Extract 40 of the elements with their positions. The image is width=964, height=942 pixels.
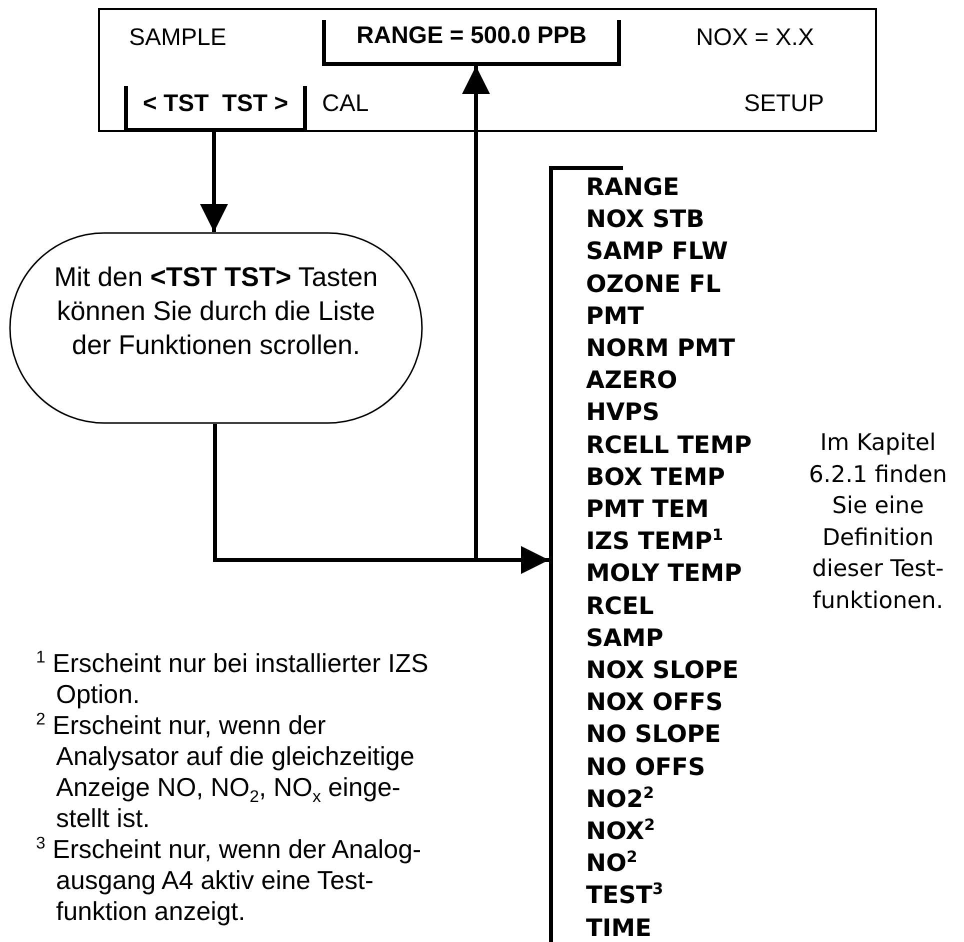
display-key-text: < TST TST > — [142, 90, 290, 118]
footnote-text: $^{1}$ Erscheint nur bei installierter IZS Option. — [36, 648, 430, 710]
function-name: OZONE FL — [586, 270, 721, 298]
function-name: NOX OFFS — [586, 688, 723, 716]
function-name: AZERO — [586, 366, 678, 394]
callout-text: Mit den <TST TST> Tasten können Sie durch die Liste der Funktionen scrollen. — [53, 261, 379, 362]
function-name: NORM PMT — [586, 334, 736, 362]
bracket-field — [124, 86, 307, 132]
function-name: NOX SLOPE — [586, 656, 739, 684]
function-name: TEST$^{3}$ — [586, 881, 664, 910]
footnote-text: $^{3}$ Erscheint nur, wenn der Analog- ausgang A4 aktiv eine Test- funktion anzeigt. — [36, 834, 422, 927]
bracket-field — [322, 20, 621, 66]
function-name: NO$^{2}$ — [586, 849, 638, 878]
function-name: SAMP FLW — [586, 237, 728, 266]
function-name: NOX$^{2}$ — [586, 817, 655, 845]
function-name: NO OFFS — [586, 752, 706, 781]
footnote-text: $^{2}$ Erscheint nur, wenn der Analysator auf die gleichzeitige Anzeige NO, NO$_{2}$, NO$_{x}$ einge- stellt ist. — [36, 710, 416, 834]
function-name: IZS TEMP$^{1}$ — [586, 527, 724, 556]
function-name: PMT TEM — [586, 495, 709, 523]
function-name: PMT — [586, 302, 644, 330]
function-name: NOX STB — [586, 205, 704, 234]
display-key-text: RANGE = 500.0 PPB — [355, 22, 588, 50]
display-text: CAL — [322, 90, 369, 118]
display-text: NOX = X.X — [696, 24, 814, 52]
function-name: RANGE — [586, 173, 680, 201]
display-text: SAMPLE — [129, 24, 226, 52]
function-name: NO SLOPE — [586, 720, 721, 748]
function-name: MOLY TEMP — [586, 559, 742, 588]
function-name: RCELL TEMP — [586, 430, 752, 459]
note-text: Im Kapitel 6.2.1 finden Sie eine Definition dieser Test- funktionen. — [808, 429, 948, 616]
display-panel — [98, 8, 877, 132]
arrow — [213, 66, 490, 562]
function-name: TIME — [586, 914, 652, 942]
function-name: SAMP — [586, 624, 664, 652]
function-name: NO2$^{2}$ — [586, 784, 654, 813]
arrow — [200, 130, 228, 232]
display-text: SETUP — [744, 90, 824, 118]
function-name: RCEL — [586, 592, 654, 620]
function-name: HVPS — [586, 398, 660, 426]
function-name: BOX TEMP — [586, 462, 725, 491]
